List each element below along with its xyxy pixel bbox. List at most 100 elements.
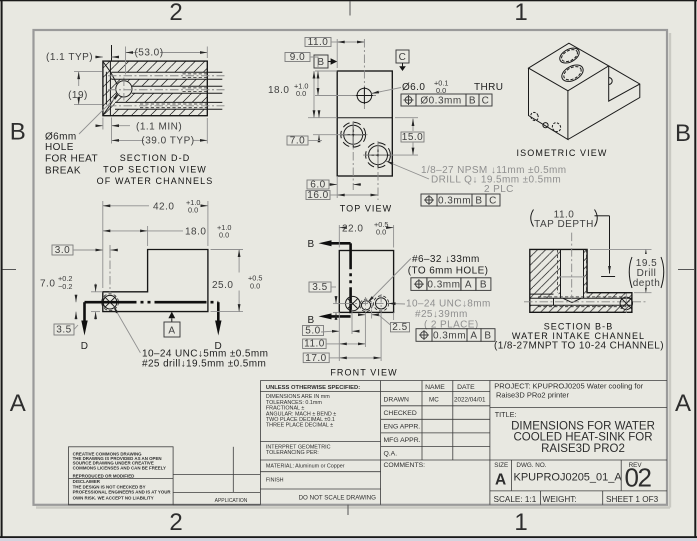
svg-text:DIMENSIONS ARE IN mm: DIMENSIONS ARE IN mm: [266, 394, 330, 400]
svg-text:OF WATER CHANNELS: OF WATER CHANNELS: [97, 176, 214, 186]
svg-text:MATERIAL: Aluminum or Copper: MATERIAL: Aluminum or Copper: [266, 464, 345, 470]
svg-text:RAISE3D PRO2: RAISE3D PRO2: [541, 443, 625, 455]
svg-text:Ø6.0: Ø6.0: [402, 82, 425, 93]
svg-text:0.0: 0.0: [188, 206, 198, 215]
svg-text:D: D: [214, 341, 222, 352]
svg-text:0.3mm: 0.3mm: [427, 279, 460, 290]
svg-text:1: 1: [514, 0, 527, 26]
svg-text:B: B: [675, 120, 691, 147]
svg-text:TITLE:: TITLE:: [495, 410, 517, 419]
svg-text:0.0: 0.0: [296, 89, 306, 98]
svg-text:Q.A.: Q.A.: [384, 451, 398, 458]
svg-text:MFG APPR.: MFG APPR.: [384, 437, 421, 444]
svg-text:(TO 6mm HOLE): (TO 6mm HOLE): [408, 266, 489, 277]
svg-text:NAME: NAME: [425, 384, 445, 391]
svg-text:2022/04/01: 2022/04/01: [454, 397, 486, 404]
svg-text:(39.0 TYP): (39.0 TYP): [141, 136, 194, 147]
svg-text:SHEET 1 OF3: SHEET 1 OF3: [606, 495, 659, 504]
svg-text:DRILL Q↓ 19.5mm ±0.5mm: DRILL Q↓ 19.5mm ±0.5mm: [431, 175, 561, 186]
svg-text:3.5: 3.5: [56, 325, 71, 336]
svg-text:0.0: 0.0: [376, 228, 386, 237]
svg-text:+0.5: +0.5: [374, 220, 388, 229]
svg-text:7.0: 7.0: [290, 135, 305, 146]
svg-text:#25 drill↓19.5mm ±0.5mm: #25 drill↓19.5mm ±0.5mm: [142, 359, 266, 370]
svg-text:DIMENSIONS FOR WATER: DIMENSIONS FOR WATER: [511, 421, 655, 433]
svg-text:HOLE: HOLE: [45, 142, 74, 153]
svg-text:C: C: [482, 95, 490, 106]
svg-text:UNLESS OTHERWISE SPECIFIED:: UNLESS OTHERWISE SPECIFIED:: [266, 385, 360, 391]
svg-text:Raise3D PRo2 printer: Raise3D PRo2 printer: [496, 390, 569, 399]
svg-text:TOP SECTION VIEW: TOP SECTION VIEW: [103, 165, 207, 175]
svg-text:B: B: [480, 279, 487, 290]
svg-text:A: A: [168, 325, 175, 336]
svg-text:25.0: 25.0: [212, 280, 233, 291]
svg-text:DATE: DATE: [457, 384, 475, 391]
svg-text:TOLERANCES: 0.1mm: TOLERANCES: 0.1mm: [266, 400, 322, 406]
svg-text:18.0: 18.0: [185, 227, 206, 238]
svg-text:16.0: 16.0: [307, 190, 328, 201]
svg-text:WEIGHT:: WEIGHT:: [543, 495, 577, 504]
svg-text:0.0: 0.0: [436, 86, 446, 95]
svg-text:3.0: 3.0: [55, 245, 70, 256]
svg-text:+1.0: +1.0: [217, 223, 231, 232]
svg-text:+0.5: +0.5: [248, 274, 262, 283]
svg-text:INTERPRET GEOMETRIC: INTERPRET GEOMETRIC: [266, 445, 331, 451]
svg-text:THRU: THRU: [474, 82, 503, 93]
svg-text:ISOMETRIC VIEW: ISOMETRIC VIEW: [517, 148, 608, 158]
svg-text:0.0: 0.0: [250, 282, 260, 291]
svg-text:6.0: 6.0: [310, 179, 325, 190]
svg-text:KPUPROJ0205_01_A: KPUPROJ0205_01_A: [514, 472, 623, 484]
svg-text:DO NOT SCALE DRAWING: DO NOT SCALE DRAWING: [299, 494, 377, 501]
svg-text:19.5: 19.5: [636, 258, 657, 269]
svg-text:+0.2: +0.2: [58, 274, 72, 283]
svg-text:1: 1: [514, 509, 527, 536]
svg-text:COMMONS LICENSES AND CAN BE FR: COMMONS LICENSES AND CAN BE FREELY: [73, 465, 166, 470]
svg-text:42.0: 42.0: [153, 202, 174, 213]
svg-text:(53.0): (53.0): [134, 48, 163, 59]
svg-text:TOLERANCING PER:: TOLERANCING PER:: [266, 450, 319, 456]
svg-text:9.0: 9.0: [290, 52, 305, 63]
svg-text:SECTION B-B: SECTION B-B: [544, 322, 614, 332]
svg-text:C: C: [399, 52, 407, 63]
svg-text:THREE PLACE DECIMAL ±: THREE PLACE DECIMAL ±: [266, 422, 333, 428]
svg-text:3.5: 3.5: [312, 282, 327, 293]
svg-text:B: B: [307, 239, 314, 250]
svg-text:11.0: 11.0: [304, 339, 325, 350]
svg-text:18.0: 18.0: [268, 85, 289, 96]
svg-text:2.5: 2.5: [392, 322, 407, 333]
svg-text:THE DESIGN IS NOT CHECKED BY: THE DESIGN IS NOT CHECKED BY: [73, 484, 146, 489]
svg-text:depth: depth: [633, 278, 661, 289]
svg-text:TWO PLACE DECIMAL ±0.1: TWO PLACE DECIMAL ±0.1: [266, 417, 335, 423]
svg-text:ENG APPR.: ENG APPR.: [384, 424, 421, 431]
svg-text:0.0: 0.0: [219, 231, 229, 240]
svg-text:APPLICATION: APPLICATION: [215, 498, 248, 504]
svg-text:15.0: 15.0: [402, 132, 423, 143]
svg-text:11.0: 11.0: [308, 37, 329, 48]
svg-text:CHECKED: CHECKED: [384, 410, 417, 417]
svg-text:SECTION D-D: SECTION D-D: [120, 153, 191, 163]
svg-text:5.0: 5.0: [305, 326, 320, 337]
svg-text:A: A: [675, 390, 691, 417]
svg-text:THE DRAWING IS PROVIDED AS AN: THE DRAWING IS PROVIDED AS AN OPEN: [73, 456, 162, 461]
svg-text:10–24 UNC↓8mm: 10–24 UNC↓8mm: [406, 299, 491, 310]
svg-text:(1/8-27MNPT TO 10-24 CHANNE: (1/8-27MNPT TO 10-24 CHANNEL): [494, 340, 664, 351]
svg-text:Drill: Drill: [637, 268, 657, 279]
svg-text:DRAWN: DRAWN: [384, 397, 410, 404]
svg-text:+0.1: +0.1: [434, 79, 448, 88]
svg-text:7.0: 7.0: [40, 279, 55, 290]
svg-text:TOP VIEW: TOP VIEW: [340, 204, 392, 214]
svg-text:C: C: [489, 195, 497, 206]
svg-text:−0.2: −0.2: [58, 282, 72, 291]
svg-text:B: B: [469, 95, 476, 106]
svg-text:2: 2: [169, 509, 182, 536]
svg-text:(19): (19): [68, 90, 88, 101]
svg-text:COOLED HEAT-SINK FOR: COOLED HEAT-SINK FOR: [513, 432, 652, 444]
svg-text:#6–32 ↓33mm: #6–32 ↓33mm: [412, 254, 480, 265]
svg-text:0.3mm: 0.3mm: [433, 330, 466, 341]
svg-text:SOURCE DRAWING UNDER CREATIVE: SOURCE DRAWING UNDER CREATIVE: [73, 461, 154, 466]
svg-text:17.0: 17.0: [305, 353, 326, 364]
svg-text:B: B: [484, 330, 491, 341]
svg-text:MC: MC: [429, 397, 439, 404]
svg-text:A: A: [10, 390, 26, 417]
svg-text:PROFESSIONAL ENGINEERS AND IS: PROFESSIONAL ENGINEERS AND IS AT YOUR: [73, 489, 172, 494]
